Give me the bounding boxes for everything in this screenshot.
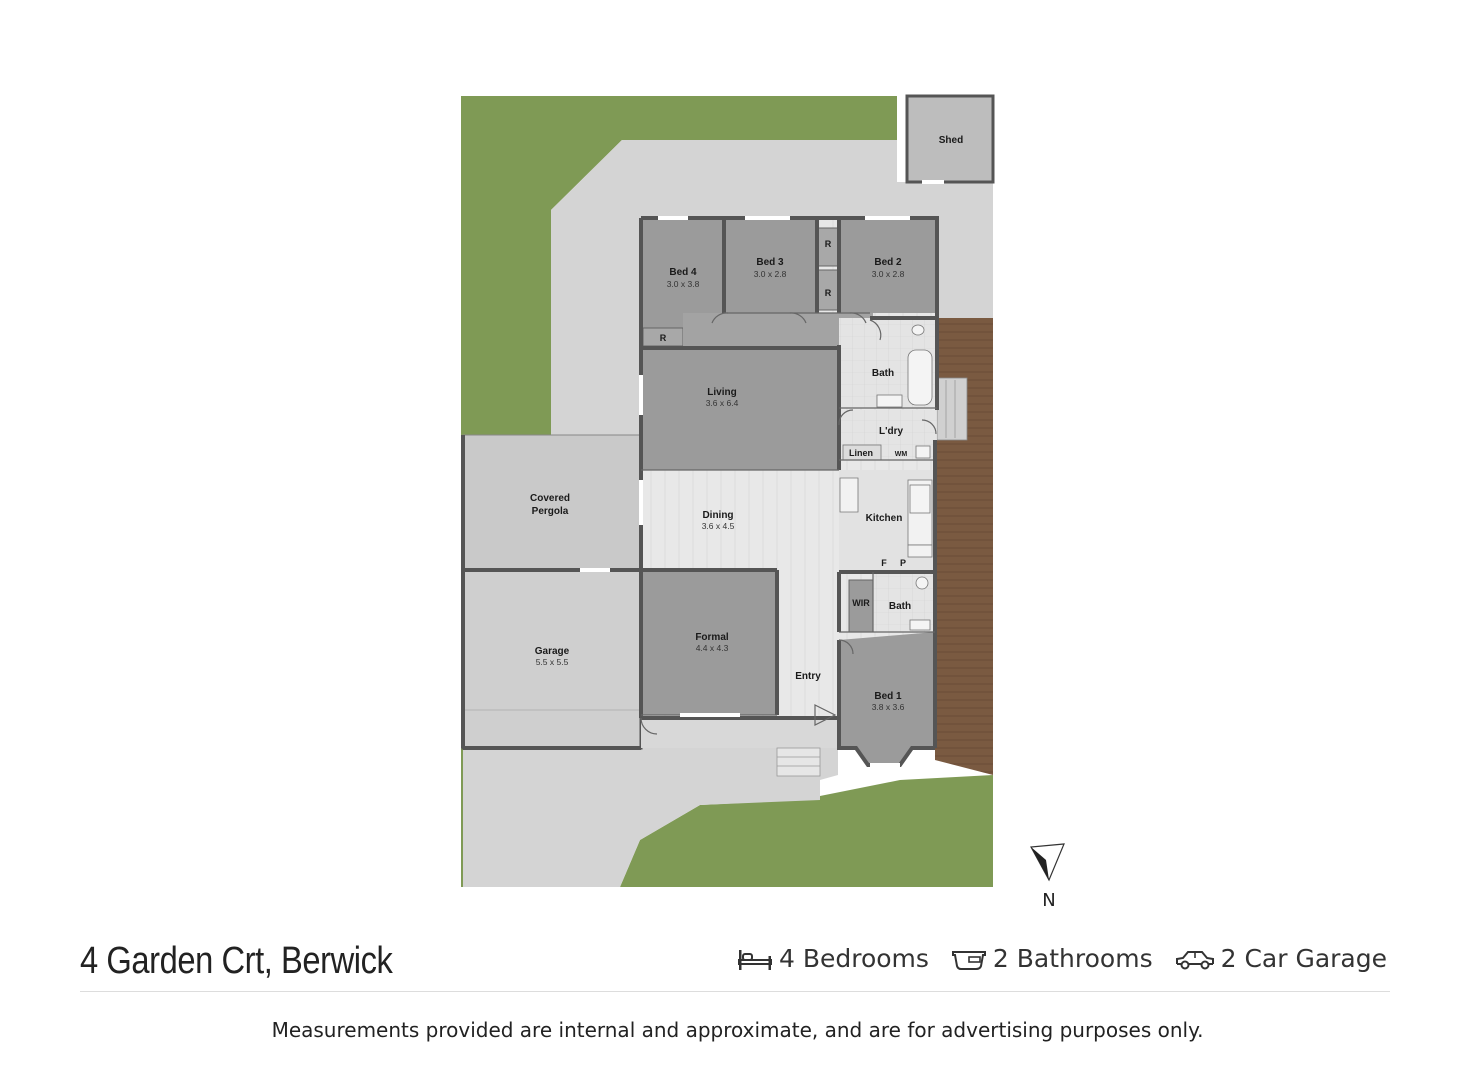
deck xyxy=(935,318,993,775)
property-features: 4 Bedrooms 2 Bathrooms 2 Car Garage xyxy=(715,944,1387,973)
kitchen: Kitchen F P xyxy=(839,470,937,570)
dining: Dining 3.6 x 4.5 xyxy=(702,510,735,531)
bath-main: Bath xyxy=(839,318,937,408)
bathrooms-feature: 2 Bathrooms xyxy=(951,944,1153,973)
bed1-dimension: 3.8 x 3.6 xyxy=(872,702,905,712)
wir-label: WIR xyxy=(852,598,870,608)
dining-dimension: 3.6 x 4.5 xyxy=(702,521,735,531)
shed: Shed xyxy=(905,94,995,184)
bed3-label: Bed 3 xyxy=(756,257,784,268)
living-dimension: 3.6 x 6.4 xyxy=(706,398,739,408)
bed3-dimension: 3.0 x 2.8 xyxy=(754,269,787,279)
entry-label: Entry xyxy=(795,671,821,682)
bed4-dimension: 3.0 x 3.8 xyxy=(667,279,700,289)
bedrooms-feature: 4 Bedrooms xyxy=(737,944,929,973)
bath-main-label: Bath xyxy=(872,368,894,379)
bed2-dimension: 3.0 x 2.8 xyxy=(872,269,905,279)
bathtub-icon xyxy=(951,950,986,970)
living: Living 3.6 x 6.4 xyxy=(641,348,839,470)
kitchen-label: Kitchen xyxy=(866,513,903,524)
entry: Entry xyxy=(795,671,821,682)
pergola-label-line2: Pergola xyxy=(532,506,569,517)
floor-plan: Shed Covered Pergola Garage 5.5 x 5.5 Be… xyxy=(461,94,1065,911)
garage-label: Garage xyxy=(535,646,570,657)
bed1-label: Bed 1 xyxy=(874,691,902,702)
formal-label: Formal xyxy=(695,632,729,643)
robe-bed3: R xyxy=(816,227,840,267)
robe-bed4: R xyxy=(642,327,684,347)
living-label: Living xyxy=(707,387,736,398)
robe-bed3-label: R xyxy=(825,239,832,249)
walls xyxy=(461,216,939,767)
bed2-label: Bed 2 xyxy=(874,257,902,268)
garage-label: 2 Car Garage xyxy=(1220,944,1387,973)
wir: WIR xyxy=(848,579,874,633)
shed-label: Shed xyxy=(939,135,963,146)
dining-label: Dining xyxy=(702,510,733,521)
covered-pergola: Covered Pergola xyxy=(462,434,642,571)
bedrooms-label: 4 Bedrooms xyxy=(778,944,929,973)
front-porch xyxy=(641,377,968,777)
formal-dimension: 4.4 x 4.3 xyxy=(696,643,729,653)
bathrooms-label: 2 Bathrooms xyxy=(992,944,1153,973)
pantry-label: P xyxy=(900,558,906,568)
linen: Linen xyxy=(842,444,882,461)
bed2: Bed 2 3.0 x 2.8 xyxy=(839,218,937,313)
robe-bed4-label: R xyxy=(660,333,667,343)
bath-ensuite-label: Bath xyxy=(889,601,911,612)
robe-bed2-label: R xyxy=(825,288,832,298)
footer-divider xyxy=(80,991,1390,992)
linen-label: Linen xyxy=(849,448,873,458)
car-icon xyxy=(1175,950,1214,969)
garage-dimension: 5.5 x 5.5 xyxy=(536,657,569,667)
bed4-label: Bed 4 xyxy=(669,267,697,278)
garage: Garage 5.5 x 5.5 xyxy=(461,568,643,750)
bed4: Bed 4 3.0 x 3.8 xyxy=(641,218,724,328)
doors xyxy=(640,312,937,735)
bed3: Bed 3 3.0 x 2.8 xyxy=(724,218,817,313)
property-address: 4 Garden Crt, Berwick xyxy=(80,940,393,982)
bath-ensuite: Bath xyxy=(873,572,937,632)
washing-machine-label: WM xyxy=(895,451,908,458)
robe-bed2: R xyxy=(816,269,840,311)
garage-feature: 2 Car Garage xyxy=(1175,944,1387,973)
windows xyxy=(580,180,944,767)
pergola-label-line1: Covered xyxy=(530,493,570,504)
laundry-label: L'dry xyxy=(879,426,903,437)
formal: Formal 4.4 x 4.3 xyxy=(641,570,777,715)
fridge-label: F xyxy=(881,558,887,568)
north-label: N xyxy=(1042,890,1055,911)
compass: N xyxy=(1030,843,1065,911)
bed1: Bed 1 3.8 x 3.6 xyxy=(839,632,935,765)
disclaimer-text: Measurements provided are internal and a… xyxy=(271,1018,1204,1042)
bed-icon xyxy=(737,949,772,970)
